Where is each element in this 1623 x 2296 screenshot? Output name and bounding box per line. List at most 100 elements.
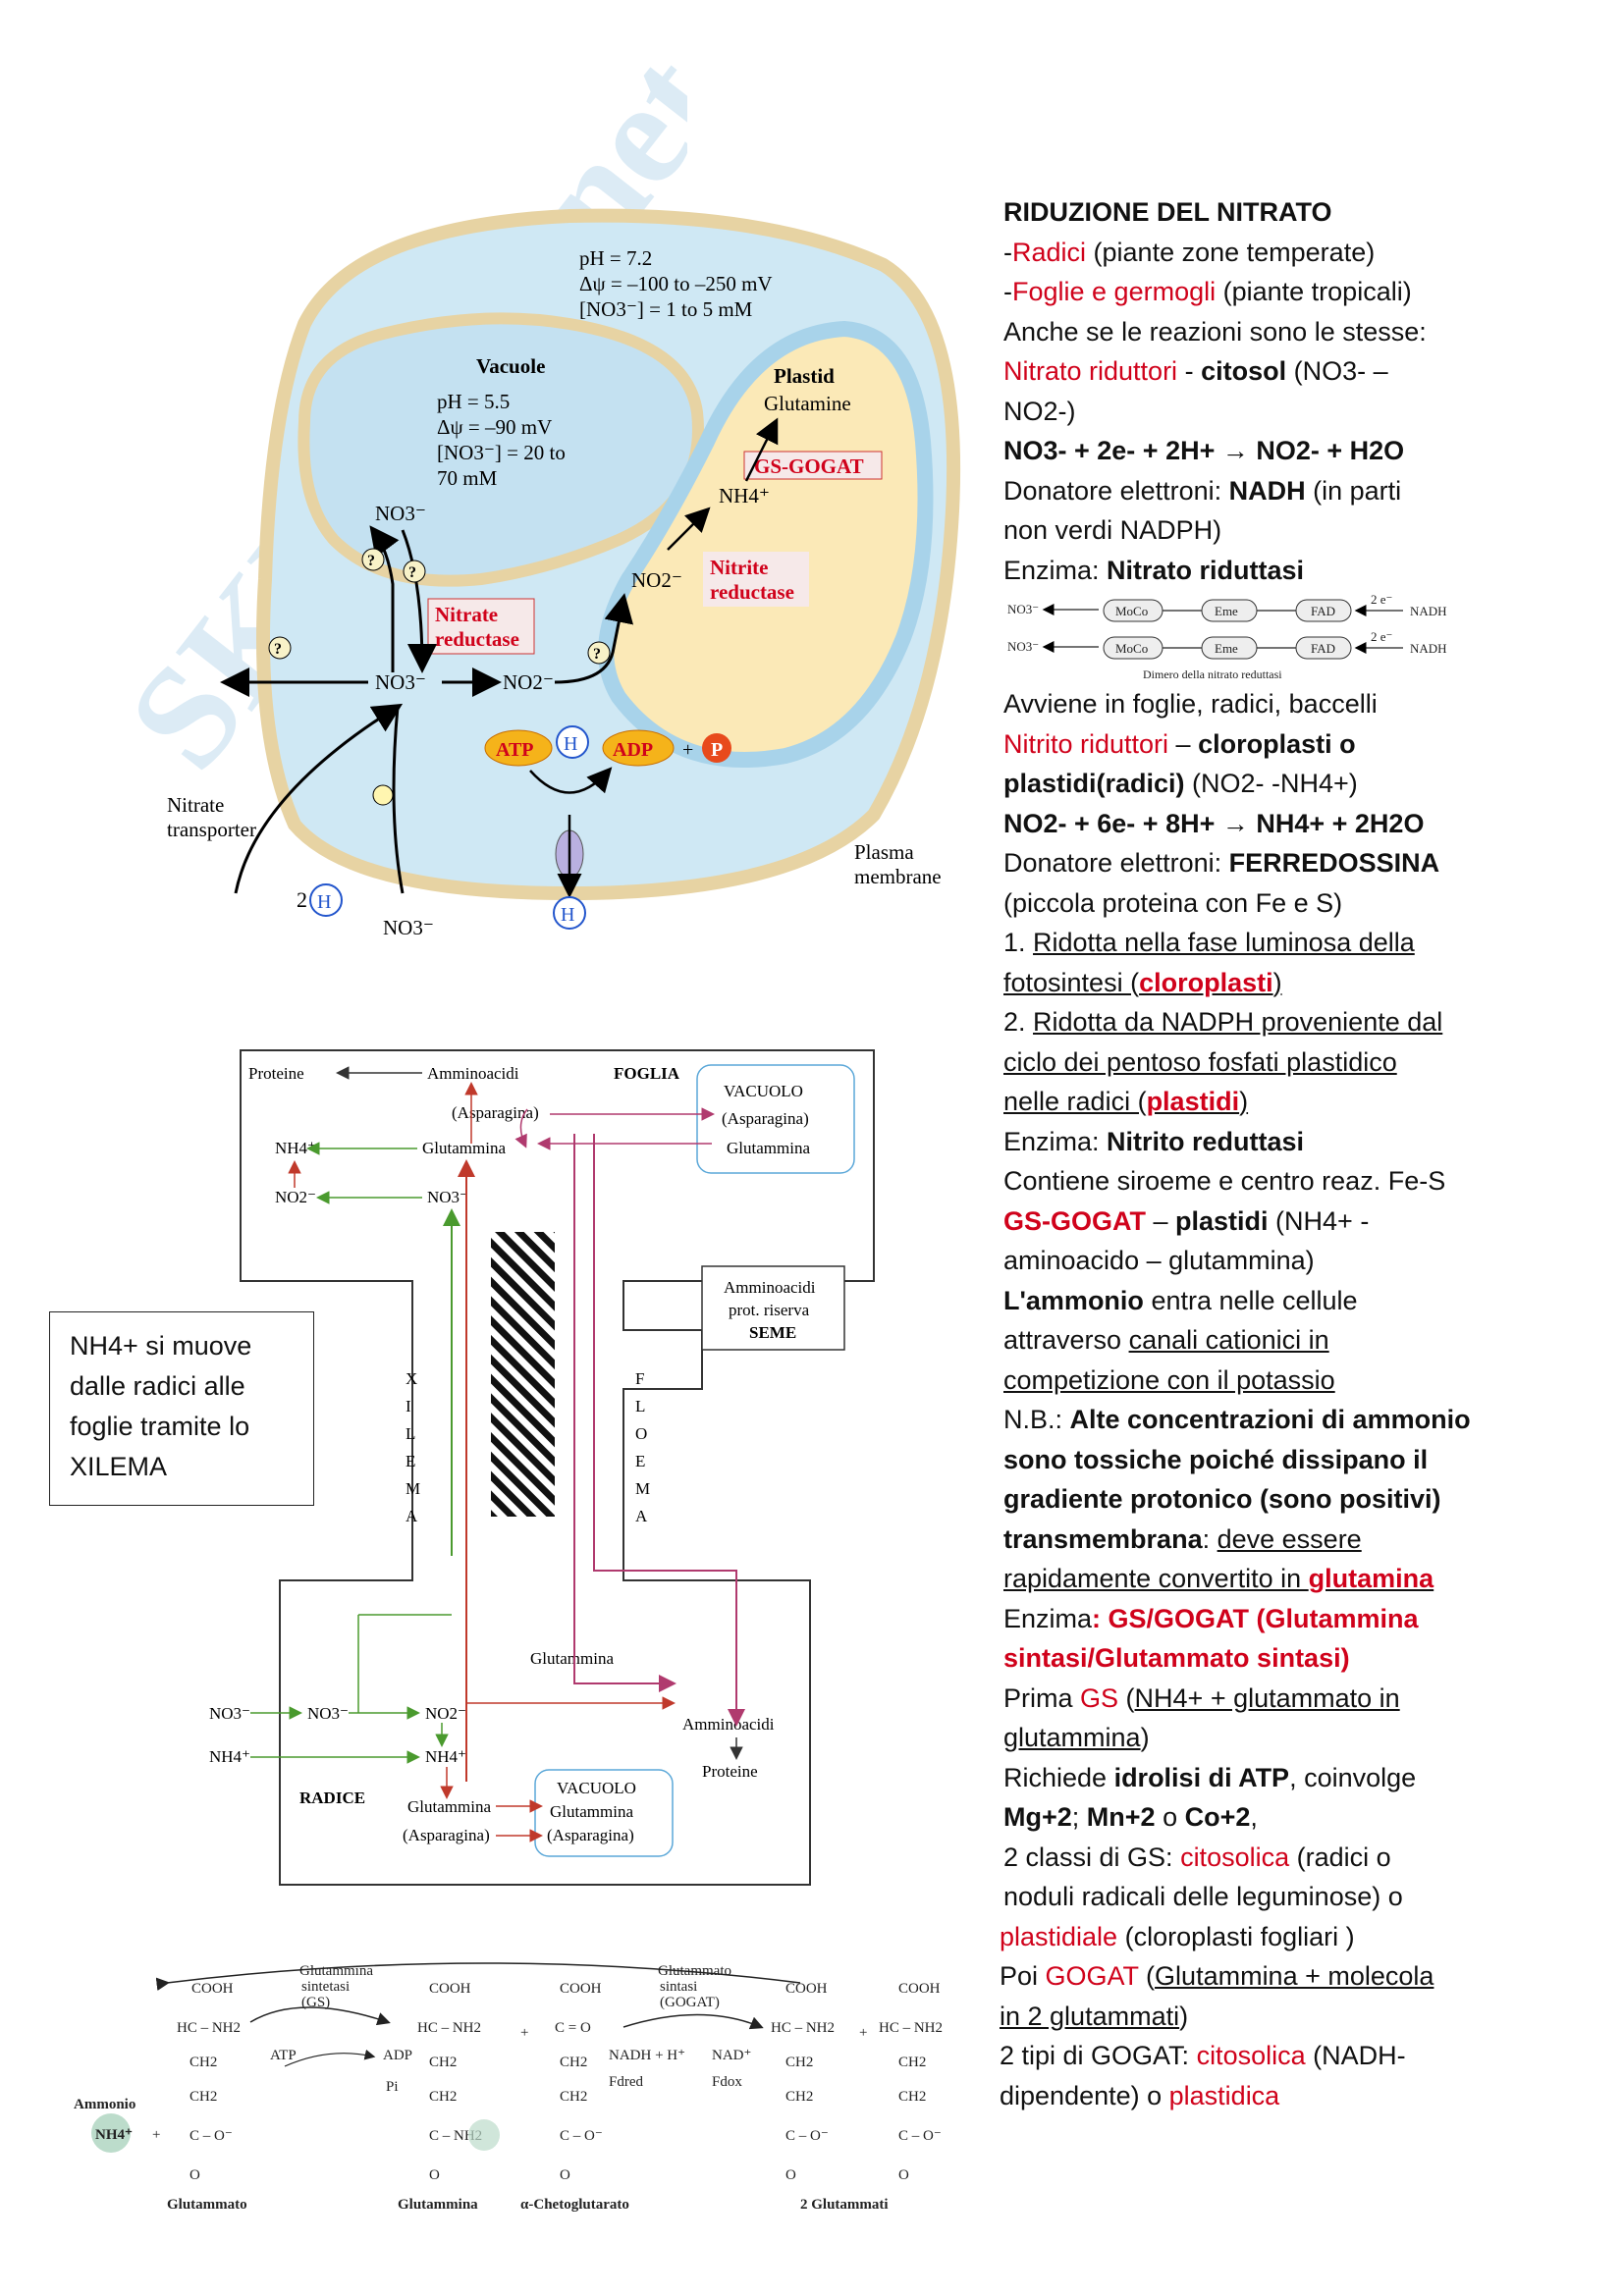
nitrate-reductase-dimer-figure: NO3⁻ MoCo Eme FAD 2 e⁻ NADH NO3⁻ MoCo Em… [1007, 592, 1447, 681]
svg-text:C – O⁻: C – O⁻ [560, 2128, 603, 2144]
notes-line: Anche se le reazioni sono le stesse: [1003, 316, 1427, 347]
notes-line: sono tossiche poiché dissipano il [1003, 1444, 1429, 1474]
pi-output: Pi [386, 2079, 399, 2095]
nadh-input: NADH + H⁺ [609, 2048, 685, 2063]
svg-text:O: O [785, 2167, 796, 2183]
svg-text:?: ? [367, 553, 375, 569]
notes-line: Enzima: GS/GOGAT (Glutammina [1003, 1603, 1419, 1633]
notes-line: L'ammonio entra nelle cellule [1003, 1285, 1358, 1315]
notes-line: 2 tipi di GOGAT: citosolica (NADH- [1000, 2041, 1406, 2070]
root-vacuolo: VACUOLO [557, 1779, 636, 1797]
phloem-letter: O [635, 1424, 647, 1443]
leaf-vac-glutammina: Glutammina [727, 1139, 810, 1157]
svg-text:C – O⁻: C – O⁻ [898, 2128, 942, 2144]
svg-text:O: O [560, 2167, 570, 2183]
notes-line: Poi GOGAT (Glutammina + molecola [1000, 1961, 1434, 1991]
ammonium-ion: NH4⁺ [95, 2127, 133, 2143]
pi-label: P [711, 739, 723, 761]
xylem-letter: A [406, 1507, 418, 1525]
notes-line: -Foglie e germogli (piante tropicali) [1003, 277, 1412, 306]
xylem-letter: M [406, 1479, 420, 1498]
notes-line: Prima GS (NH4+ + glutammato in [1003, 1682, 1400, 1713]
callout-line: foglie tramite lo [70, 1412, 250, 1441]
svg-text:HC – NH2: HC – NH2 [771, 2020, 835, 2036]
stem-glutammina: Glutammina [530, 1649, 614, 1668]
svg-text:NO3⁻: NO3⁻ [1007, 602, 1039, 616]
notes-line: 2 classi di GS: citosolica (radici o [1003, 1842, 1391, 1872]
cytosol-conditions: pH = 7.2 Δψ = –100 to –250 mV [NO3⁻] = 1… [579, 246, 773, 321]
leaf-label: FOGLIA [614, 1064, 680, 1083]
notes-line: gradiente protonico (sono positivi) [1003, 1484, 1441, 1514]
root-proteine: Proteine [702, 1762, 758, 1781]
svg-text:CH2: CH2 [189, 2055, 217, 2070]
notes-line: -Radici (piante zone temperate) [1003, 237, 1376, 267]
leaf-no3: NO3⁻ [427, 1188, 468, 1206]
cytosol-no2: NO2⁻ [503, 670, 554, 694]
svg-text:COOH: COOH [191, 1981, 234, 1997]
vacuole-nitrate-2: 70 mM [437, 466, 498, 490]
plastid-glutamine: Glutamine [764, 392, 851, 415]
plastid-nh4: NH4⁺ [719, 484, 770, 507]
svg-text:?: ? [408, 564, 416, 581]
plastid [598, 320, 934, 768]
vacuole-title: Vacuole [476, 354, 545, 378]
nitrite-equation: NO2- + 6e- + 8H+ → NH4+ + 2H2O [1003, 808, 1425, 838]
svg-text:Eme: Eme [1215, 604, 1238, 618]
notes-column: RIDUZIONE DEL NITRATO -Radici (piante zo… [1000, 192, 1593, 2115]
root-no3-out: NO3⁻ [209, 1704, 250, 1723]
root-asparagina: (Asparagina) [403, 1826, 490, 1844]
leaf-asparagina: (Asparagina) [452, 1103, 539, 1122]
notes-line: fotosintesi (cloroplasti) [1003, 967, 1282, 997]
svg-text:CH2: CH2 [560, 2055, 587, 2070]
notes-line: glutammina) [1003, 1723, 1150, 1752]
svg-text:(GS): (GS) [301, 1995, 330, 2010]
alpha-ketoglutarate-structure: COOH C = O CH2 CH2 C – O⁻ O [555, 1981, 603, 2183]
svg-text:sintasi: sintasi [660, 1979, 697, 1995]
svg-text:CH2: CH2 [785, 2055, 813, 2070]
cytosol-ph: pH = 7.2 [579, 246, 652, 270]
leaf-no2: NO2⁻ [275, 1188, 316, 1206]
nitrate-reductase-label-1: Nitrate [435, 603, 498, 626]
notes-line: noduli radicali delle leguminose) o [1003, 1882, 1403, 1911]
svg-text:2 e⁻: 2 e⁻ [1371, 592, 1392, 607]
cytosol-nitrate: [NO3⁻] = 1 to 5 mM [579, 297, 753, 321]
notes-line: plastidiale (cloroplasti fogliari ) [1000, 1921, 1355, 1951]
leaf-nh4: NH4⁺ [275, 1139, 316, 1157]
vacuole-potential: Δψ = –90 mV [437, 415, 552, 439]
label-alpha-chetoglutarato: α-Chetoglutarato [520, 2197, 629, 2213]
notes-line: sintasi/Glutammato sintasi) [1003, 1643, 1350, 1673]
svg-text:Eme: Eme [1215, 641, 1238, 656]
xylem-letter: I [406, 1397, 411, 1415]
vacuole-no3: NO3⁻ [375, 502, 426, 525]
phloem-letter: A [635, 1507, 648, 1525]
phloem-letter: F [635, 1369, 644, 1388]
leaf-proteine: Proteine [248, 1064, 304, 1083]
outside-no3: NO3⁻ [383, 916, 434, 939]
fd-reduced: Fdred [609, 2074, 643, 2090]
notes-line: dipendente) o plastidica [1000, 2080, 1280, 2110]
adp-label: ADP [613, 739, 653, 761]
seed-amminoacidi: Amminoacidi [724, 1278, 816, 1297]
notes-line: attraverso canali cationici in [1003, 1325, 1329, 1355]
gs-gogat-reaction-figure: Glutammina sintetasi (GS) Glutammato sin… [74, 1962, 943, 2213]
root-label: RADICE [299, 1789, 365, 1807]
notes-line: plastidi(radici) (NO2- -NH4+) [1003, 769, 1358, 798]
svg-text:2: 2 [297, 887, 307, 912]
label-glutammina: Glutammina [398, 2197, 478, 2213]
vacuole-ph: pH = 5.5 [437, 390, 510, 413]
notes-line: ciclo dei pentoso fosfati plastidico [1003, 1046, 1397, 1077]
notes-line: Enzima: Nitrato riduttasi [1003, 555, 1305, 585]
plastid-title: Plastid [774, 364, 835, 388]
root-nh4: NH4⁺ [425, 1747, 466, 1766]
svg-text:H: H [317, 891, 331, 913]
svg-text:2 e⁻: 2 e⁻ [1371, 629, 1392, 644]
nitrate-reduction-cell-figure: pH = 7.2 Δψ = –100 to –250 mV [NO3⁻] = 1… [167, 208, 961, 939]
svg-text:H: H [561, 904, 574, 926]
gogat-enzyme-name: Glutammato [658, 1963, 731, 1979]
callout-line: XILEMA [70, 1452, 168, 1481]
root-amminoacidi: Amminoacidi [682, 1715, 775, 1734]
root-glutammina: Glutammina [407, 1797, 491, 1816]
notes-line: Contiene siroeme e centro reaz. Fe-S [1003, 1166, 1446, 1196]
root-no2: NO2⁻ [425, 1704, 466, 1723]
gs-enzyme-name: Glutammina [299, 1963, 373, 1979]
